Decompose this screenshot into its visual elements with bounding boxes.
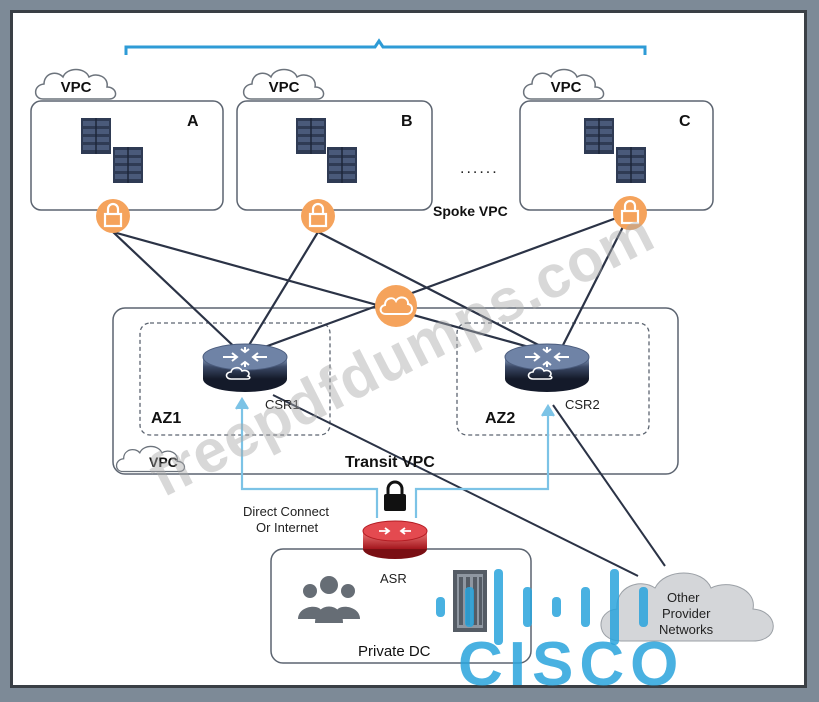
az1-zone (139, 322, 331, 436)
transit-vpc-small-label: VPC (149, 454, 178, 470)
spoke-a-vpc-label: VPC (61, 79, 92, 96)
transit-vpc-label: Transit VPC (345, 454, 435, 471)
asr-router-icon (362, 520, 428, 559)
csr2-router-icon (504, 343, 590, 393)
spoke-b-name: B (401, 113, 413, 130)
users-icon (298, 576, 360, 623)
spoke-b-vpc-label: VPC (269, 79, 300, 96)
csr-to-provider-links (272, 394, 666, 577)
spoke-ellipsis: ...... (460, 160, 499, 177)
az2-label: AZ2 (485, 410, 515, 427)
other-provider-label-line2: Provider (662, 606, 711, 621)
spoke-vpc-group-label: Spoke VPC (433, 203, 508, 219)
az1-label: AZ1 (151, 410, 181, 427)
az2-zone (456, 322, 650, 436)
direct-connect-label-line1: Direct Connect (243, 504, 329, 519)
spoke-to-transit-links (112, 211, 631, 357)
csr1-label: CSR1 (265, 397, 300, 412)
spoke-b-lock-icon (299, 197, 337, 235)
diagram-frame: VPC VPC VPC A B C ...... Spoke VPC (10, 10, 807, 691)
csr2-label: CSR2 (565, 397, 600, 412)
spoke-c-vpc-label: VPC (551, 79, 582, 96)
cisco-logo (436, 569, 648, 645)
spoke-a-lock-icon (94, 197, 132, 235)
other-provider-label-line1: Other (667, 590, 700, 605)
spoke-c-name: C (679, 113, 691, 130)
asr-label: ASR (380, 571, 407, 586)
transit-cloud-icon (375, 285, 417, 327)
direct-connect-lock-icon (384, 480, 406, 511)
private-dc-label: Private DC (358, 643, 431, 660)
spoke-group-bracket (124, 38, 647, 55)
direct-connect-label-line2: Or Internet (256, 520, 319, 535)
direct-connect-links (235, 396, 555, 518)
other-provider-label-line3: Networks (659, 622, 714, 637)
spoke-a-name: A (187, 113, 199, 130)
network-diagram: VPC VPC VPC A B C ...... Spoke VPC (30, 38, 774, 691)
cisco-logo-text: CISCO (458, 630, 684, 691)
